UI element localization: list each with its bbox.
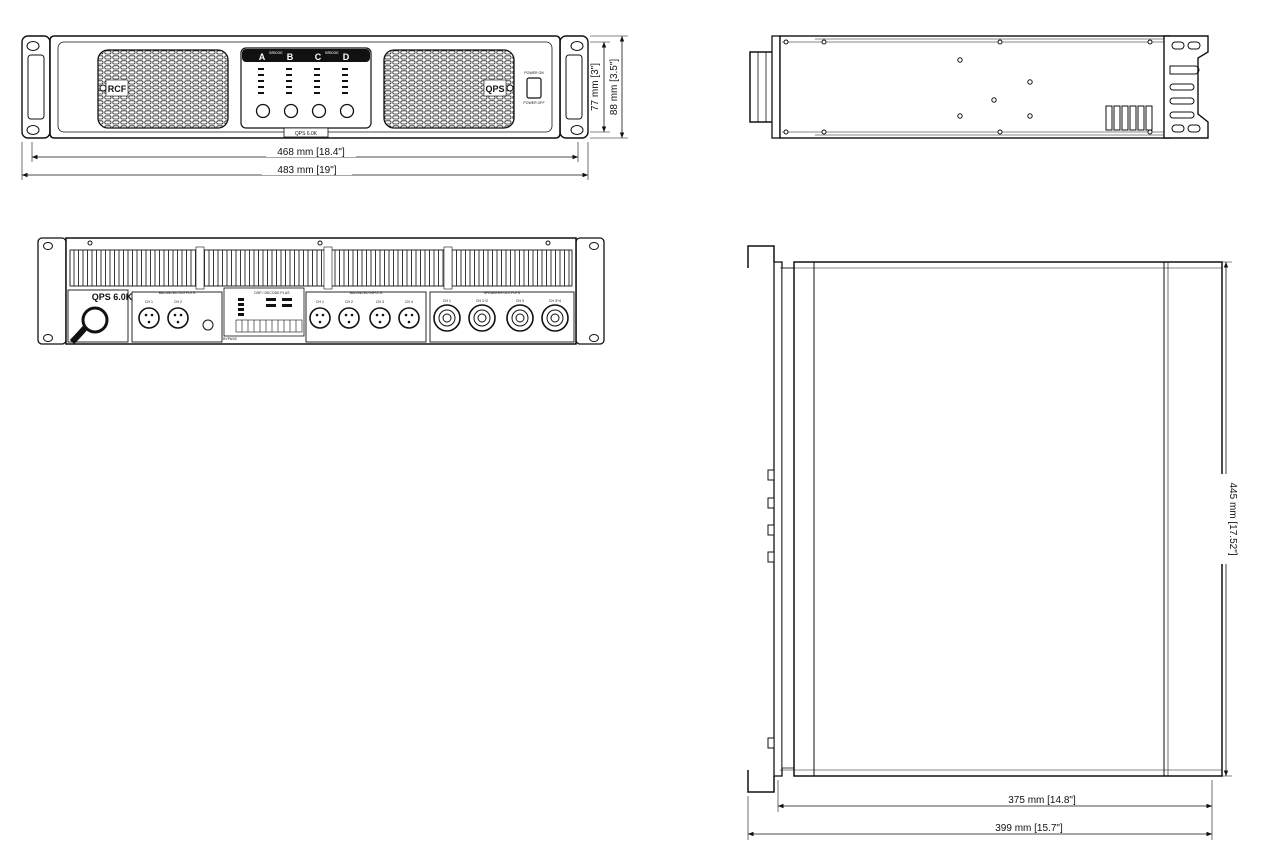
dsp-label: DSP / DECODE PLUS xyxy=(254,291,290,295)
side-body xyxy=(779,35,1171,139)
xlr-connector-icon xyxy=(167,307,189,329)
terminal-block xyxy=(235,319,303,333)
speaker-ch3-label: CH 3 xyxy=(516,299,524,303)
channel-label-c: C xyxy=(315,52,322,62)
side-slot xyxy=(1169,83,1195,91)
dim-inner-width: 468 mm [18.4"] xyxy=(277,147,345,158)
side-slot xyxy=(1171,41,1185,50)
rack-ear-left xyxy=(21,35,51,139)
input-ch2-label: CH 2 xyxy=(345,300,353,304)
side-rear-bracket xyxy=(1163,35,1209,139)
dip-switches xyxy=(238,298,292,316)
xlr-connector-icon xyxy=(338,307,360,329)
rear-model-label: QPS 6.0K xyxy=(92,292,133,302)
xlr-connector-icon xyxy=(398,307,420,329)
power-switch xyxy=(526,77,542,99)
dim-body-height: 77 mm [3"] xyxy=(590,63,601,111)
rear-ear-right xyxy=(575,237,605,345)
channel-label-a: A xyxy=(259,52,266,62)
speaker-ch1-label: CH 1 xyxy=(443,299,451,303)
front-grille-right xyxy=(383,49,515,129)
xlr-connector-icon xyxy=(138,307,160,329)
rack-ear-right xyxy=(559,35,589,139)
rack-hole xyxy=(26,125,40,135)
side-screws xyxy=(783,39,1153,135)
speaker-outputs-label: SPEAKERS OUTPUTS xyxy=(484,291,521,295)
knob-icon xyxy=(283,103,299,119)
top-front-rail xyxy=(781,267,795,769)
balanced-inputs-label: BALANCED INPUTS xyxy=(350,291,383,295)
top-handle-lower xyxy=(747,770,775,793)
bridge-label: BRIDGE xyxy=(325,51,339,55)
output-ch2-label: CH 2 xyxy=(174,300,182,304)
power-cord-icon xyxy=(81,306,109,334)
screw-icon xyxy=(99,84,107,92)
rear-view: QPS 6.0K BALANCED OUTPUTS CH 1 CH 2 DSP … xyxy=(37,237,605,345)
channel-label-b: B xyxy=(287,52,294,62)
front-view: RCF QPS A B C D BRIDGE BRIDGE QPS 6.0K P… xyxy=(21,35,628,180)
input-ch3-label: CH 3 xyxy=(376,300,384,304)
top-front-plate xyxy=(773,261,783,777)
side-front-plate xyxy=(771,35,781,139)
xlr-connector-icon xyxy=(369,307,391,329)
top-body xyxy=(793,261,1223,777)
model-logo: QPS xyxy=(485,84,504,94)
dim-depth: 375 mm [14.8"] xyxy=(1008,795,1076,806)
bypass-label: BYPASS xyxy=(223,337,237,341)
side-heatsink-fins xyxy=(1105,105,1153,131)
speaker-ch34-label: CH 3+4 xyxy=(549,299,561,303)
knob-icon xyxy=(339,103,355,119)
brand-logo: RCF xyxy=(108,84,127,94)
xlr-connector-icon xyxy=(309,307,331,329)
speakon-connector-icon xyxy=(433,304,569,332)
dim-overall-depth: 399 mm [15.7"] xyxy=(995,823,1063,834)
side-view xyxy=(749,35,1209,139)
side-bracket-slot xyxy=(1169,65,1200,75)
dim-outer-width: 483 mm [19"] xyxy=(277,165,336,176)
channel-label-d: D xyxy=(343,52,350,62)
top-handle-upper xyxy=(747,245,775,268)
side-slot xyxy=(1169,97,1195,105)
led-column xyxy=(258,68,348,94)
screw-icon xyxy=(506,84,514,92)
top-view: 445 mm [17.52"] 375 mm [14.8"] 399 mm [1… xyxy=(747,245,1238,840)
handle-left xyxy=(27,54,45,120)
knob-icon xyxy=(311,103,327,119)
speaker-ch12-label: CH 1+2 xyxy=(476,299,488,303)
side-slot xyxy=(1187,124,1201,133)
knob-icon xyxy=(255,103,271,119)
rack-hole xyxy=(570,41,584,51)
rear-vent-strip xyxy=(69,249,573,287)
rear-ear-left xyxy=(37,237,67,345)
side-front-handle xyxy=(749,51,772,123)
channel-header-strip xyxy=(242,49,370,62)
bridge-label: BRIDGE xyxy=(269,51,283,55)
rack-hole xyxy=(26,41,40,51)
model-badge-frame xyxy=(283,127,329,138)
power-off-label: POWER OFF xyxy=(523,101,544,105)
side-slot xyxy=(1187,41,1201,50)
dim-overall-height: 88 mm [3.5"] xyxy=(609,59,620,116)
rack-hole xyxy=(570,125,584,135)
side-slot xyxy=(1169,111,1195,119)
output-ch1-label: CH 1 xyxy=(145,300,153,304)
handle-right xyxy=(565,54,583,120)
model-badge: QPS 6.0K xyxy=(295,131,318,137)
balanced-outputs-label: BALANCED OUTPUTS xyxy=(159,291,196,295)
front-grille-left xyxy=(97,49,229,129)
power-on-label: POWER ON xyxy=(524,71,544,75)
dim-top-width: 445 mm [17.52"] xyxy=(1227,482,1238,555)
side-slot xyxy=(1171,124,1185,133)
top-side-knobs xyxy=(767,469,775,749)
input-ch4-label: CH 4 xyxy=(405,300,413,304)
input-ch1-label: CH 1 xyxy=(316,300,324,304)
